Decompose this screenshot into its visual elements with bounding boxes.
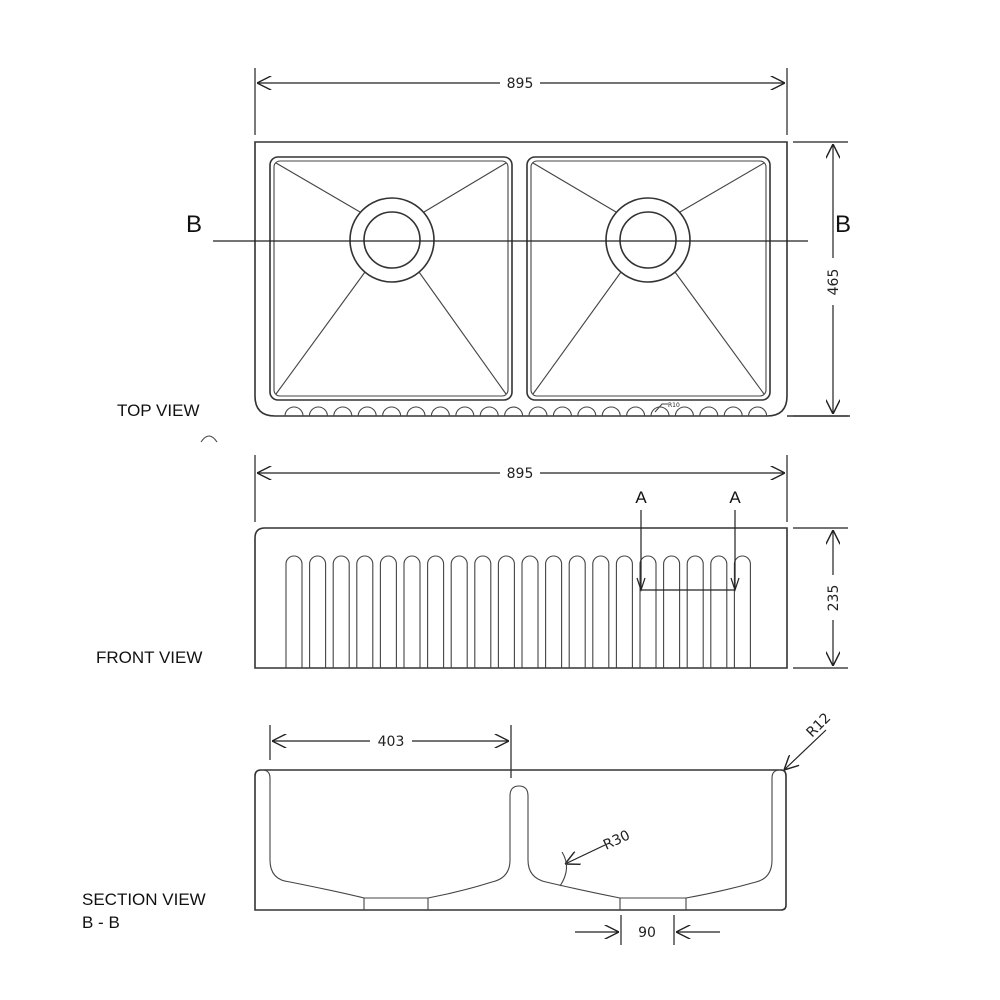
scallop bbox=[455, 406, 475, 417]
scallop bbox=[650, 406, 670, 417]
outer-radius-label: R12 bbox=[804, 710, 835, 741]
flute bbox=[686, 555, 704, 668]
flute bbox=[615, 555, 633, 668]
flute bbox=[309, 555, 327, 668]
drain-width-dimension: 90 bbox=[638, 925, 656, 941]
flute bbox=[356, 555, 374, 668]
front-height-dimension: 235 bbox=[826, 585, 842, 612]
scallop bbox=[528, 406, 548, 417]
top-width-dimension: 895 bbox=[507, 76, 534, 92]
scallop bbox=[382, 406, 402, 417]
scallop bbox=[748, 406, 768, 417]
top-view-label: TOP VIEW bbox=[117, 401, 200, 420]
scallop bbox=[699, 406, 719, 417]
section-marker-right: B bbox=[835, 211, 851, 238]
flute bbox=[474, 555, 492, 668]
scallop bbox=[308, 406, 328, 417]
scallop bbox=[626, 406, 646, 417]
section-view-label: SECTION VIEW bbox=[82, 890, 206, 909]
inner-radius-label: R30 bbox=[601, 827, 633, 853]
top-depth-dimension: 465 bbox=[826, 269, 842, 296]
section-view-sublabel: B - B bbox=[82, 913, 120, 932]
scallop bbox=[479, 406, 499, 417]
flute bbox=[592, 555, 610, 668]
scallop bbox=[357, 406, 377, 417]
flute bbox=[497, 555, 515, 668]
flute bbox=[663, 555, 681, 668]
top-view: 895 465 B B R10 TOP VIEW bbox=[117, 68, 851, 443]
scallop bbox=[504, 406, 524, 417]
section-marker-a-right: A bbox=[729, 488, 741, 507]
scallop bbox=[674, 406, 694, 417]
section-view: 403 R12 R30 90 SECTION VIEW B - B bbox=[82, 710, 834, 945]
scallop bbox=[406, 406, 426, 417]
flute bbox=[450, 555, 468, 668]
flute bbox=[639, 555, 657, 668]
section-marker-left: B bbox=[186, 211, 202, 238]
scallop bbox=[284, 406, 304, 417]
flute bbox=[710, 555, 728, 668]
drain-left bbox=[349, 197, 435, 283]
scallop bbox=[577, 406, 597, 417]
scallop bbox=[430, 406, 450, 417]
front-view-label: FRONT VIEW bbox=[96, 648, 202, 667]
scallop bbox=[723, 406, 743, 417]
section-marker-a-left: A bbox=[635, 488, 647, 507]
flute bbox=[568, 555, 586, 668]
flute bbox=[379, 555, 397, 668]
front-width-dimension: 895 bbox=[507, 466, 534, 482]
drain-right bbox=[605, 197, 691, 283]
bowl-width-dimension: 403 bbox=[378, 734, 405, 750]
flute bbox=[521, 555, 539, 668]
flute bbox=[427, 555, 445, 668]
flute bbox=[545, 555, 563, 668]
scallop bbox=[601, 406, 621, 417]
scallop-radius: R10 bbox=[668, 402, 680, 409]
flute bbox=[733, 555, 751, 668]
scallop bbox=[552, 406, 572, 417]
flute bbox=[332, 555, 350, 668]
flute bbox=[403, 555, 421, 668]
flute bbox=[285, 555, 303, 668]
front-view: 895 235 A A FRONT VIEW bbox=[96, 455, 848, 669]
scallop bbox=[333, 406, 353, 417]
